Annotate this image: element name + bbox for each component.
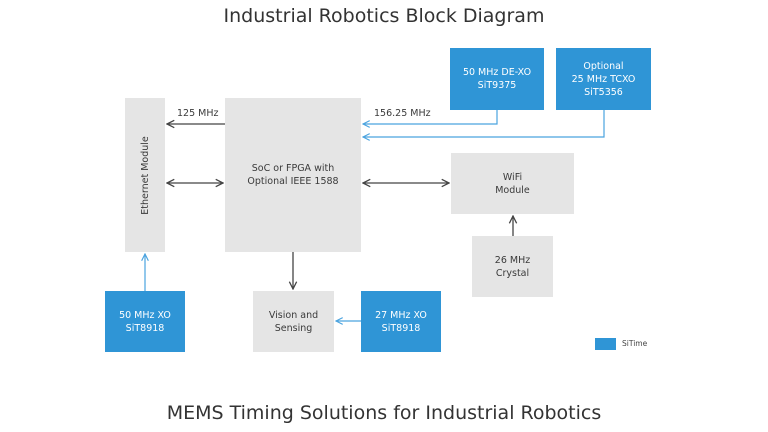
tcxo-label-line3: SiT5356	[584, 86, 623, 98]
wifi-label-line2: Module	[495, 184, 530, 196]
wifi-label-line1: WiFi	[502, 171, 523, 183]
xo50-label-line2: SiT8918	[125, 322, 165, 334]
tcxo-25mhz-block: Optional 25 MHz TCXO SiT5356	[556, 48, 651, 110]
legend-sitime-swatch	[595, 338, 616, 350]
crystal-label-line1: 26 MHz	[494, 254, 531, 266]
xo-27mhz-block: 27 MHz XO SiT8918	[361, 291, 441, 352]
clock-label-125mhz: 125 MHz	[177, 108, 219, 119]
clock-label-156-25mhz: 156.25 MHz	[374, 108, 431, 119]
xo50-label-line1: 50 MHz XO	[119, 309, 171, 321]
vision-label-line2: Sensing	[274, 322, 313, 334]
ethernet-module-label: Ethernet Module	[139, 135, 151, 215]
dexo-label-line2: SiT9375	[477, 80, 517, 91]
arrow-dexo-to-soc	[363, 110, 498, 124]
tcxo-label-line2: 25 MHz TCXO	[571, 73, 636, 85]
xo27-label-line1: 27 MHz XO	[375, 309, 427, 321]
vision-sensing-block: Vision and Sensing	[253, 291, 334, 352]
xo27-label-line2: SiT8918	[381, 322, 421, 334]
soc-label-line1: SoC or FPGA with	[251, 163, 335, 174]
ethernet-module-block: Ethernet Module	[125, 98, 165, 252]
dexo-label-line1: 50 MHz DE-XO	[462, 67, 532, 78]
legend-sitime-label: SiTime	[622, 339, 648, 348]
crystal-label-line2: Crystal	[495, 267, 530, 279]
soc-fpga-block: SoC or FPGA with Optional IEEE 1588	[225, 98, 361, 252]
dexo-50mhz-block: 50 MHz DE-XO SiT9375	[450, 48, 544, 110]
diagram-subtitle: MEMS Timing Solutions for Industrial Rob…	[166, 402, 602, 424]
arrow-tcxo-to-soc	[363, 110, 605, 137]
wifi-module-block: WiFi Module	[451, 153, 574, 214]
tcxo-label-line1: Optional	[583, 60, 624, 72]
xo-50mhz-block: 50 MHz XO SiT8918	[105, 291, 185, 352]
diagram-title: Industrial Robotics Block Diagram	[223, 5, 545, 27]
vision-label-line1: Vision and	[268, 309, 319, 321]
soc-label-line2: Optional IEEE 1588	[247, 176, 339, 187]
crystal-26mhz-block: 26 MHz Crystal	[472, 236, 553, 297]
